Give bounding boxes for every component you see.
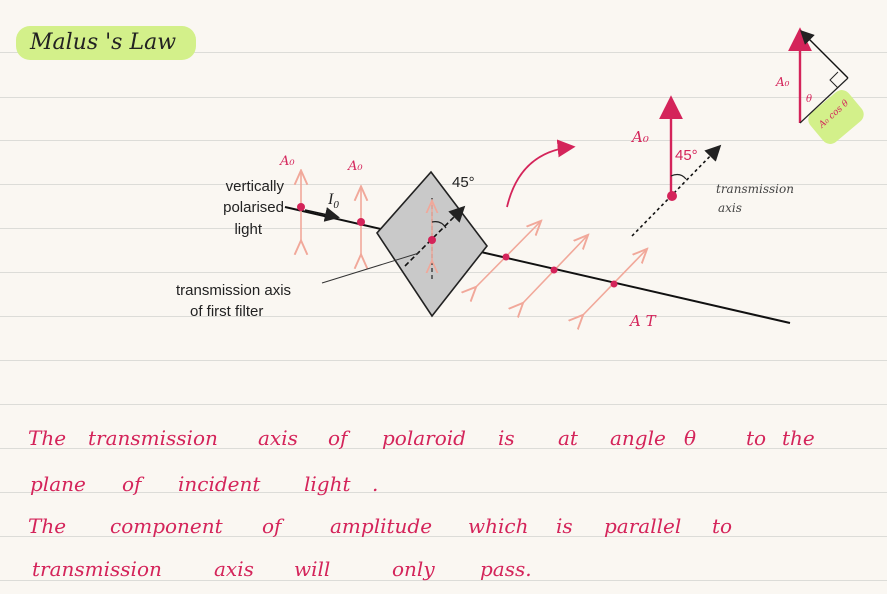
label-axis: axis [718, 201, 742, 215]
axis-pointer-line [321, 252, 420, 284]
inset-component [800, 30, 849, 79]
note-word: incident [178, 472, 261, 496]
beam-point-t2 [550, 266, 558, 274]
page-title: Malus 's Law [30, 30, 177, 55]
note-word: plane [30, 472, 86, 496]
note-word: axis [214, 557, 254, 581]
label-tx-axis-2: of first filter [190, 303, 263, 320]
beam-point-mid [357, 218, 365, 226]
note-word: to [712, 514, 733, 538]
note-word: polaroid [382, 426, 466, 450]
note-word: angle [610, 426, 666, 450]
note-word: of [328, 426, 348, 450]
beam-point-t3 [610, 280, 618, 288]
beam-point-t1 [502, 253, 510, 261]
label-a0-mid: A₀ [347, 159, 363, 174]
note-word: will [294, 557, 331, 581]
note-word: is [556, 514, 573, 538]
beam-arrow [304, 207, 340, 222]
label-transmission: transmission [716, 182, 794, 196]
label-intensity: I0 [327, 191, 339, 211]
note-word: transmission [32, 557, 162, 581]
label-angle-45-vector: 45° [675, 147, 698, 164]
vector-angle-arc [670, 173, 687, 180]
label-tx-axis-1: transmission axis [176, 282, 291, 299]
note-word: θ [684, 426, 697, 450]
note-word: of [122, 472, 142, 496]
transmission-axis-vector [631, 144, 722, 237]
label-angle-45: 45° [452, 174, 475, 191]
label-a0-vector: A₀ [630, 128, 649, 146]
note-word: of [262, 514, 282, 538]
note-word: transmission [88, 426, 218, 450]
note-word: is [498, 426, 515, 450]
note-word: which [468, 514, 529, 538]
rotation-arrow [506, 139, 576, 208]
note-word: The [28, 426, 67, 450]
inset-right-angle [829, 71, 839, 89]
label-vertically: vertically [226, 178, 285, 195]
note-word: to [746, 426, 767, 450]
label-polarised: polarised [223, 199, 284, 216]
note-word: axis [258, 426, 298, 450]
note-word: only [392, 557, 435, 581]
inset-hypotenuse [799, 77, 849, 124]
note-word: the [782, 426, 815, 450]
filter-angle-arc [431, 221, 447, 229]
label-theta-inset: θ [806, 94, 812, 105]
label-a0-inset: A₀ [775, 75, 790, 89]
note-word: component [110, 514, 223, 538]
title-highlight [16, 26, 196, 60]
inset-highlight [808, 90, 864, 144]
note-word: pass. [480, 557, 532, 581]
note-word: The [28, 514, 67, 538]
label-light: light [234, 221, 262, 238]
note-word: amplitude [330, 514, 433, 538]
label-a0-left: A₀ [279, 154, 295, 169]
note-word: light [304, 472, 351, 496]
note-word: at [558, 426, 578, 450]
vector-origin [667, 191, 677, 201]
label-at: A T [628, 312, 657, 330]
note-word: . [372, 472, 379, 496]
beam-point-left [297, 203, 305, 211]
beam-point-filter [428, 236, 436, 244]
note-word: parallel [604, 514, 682, 538]
